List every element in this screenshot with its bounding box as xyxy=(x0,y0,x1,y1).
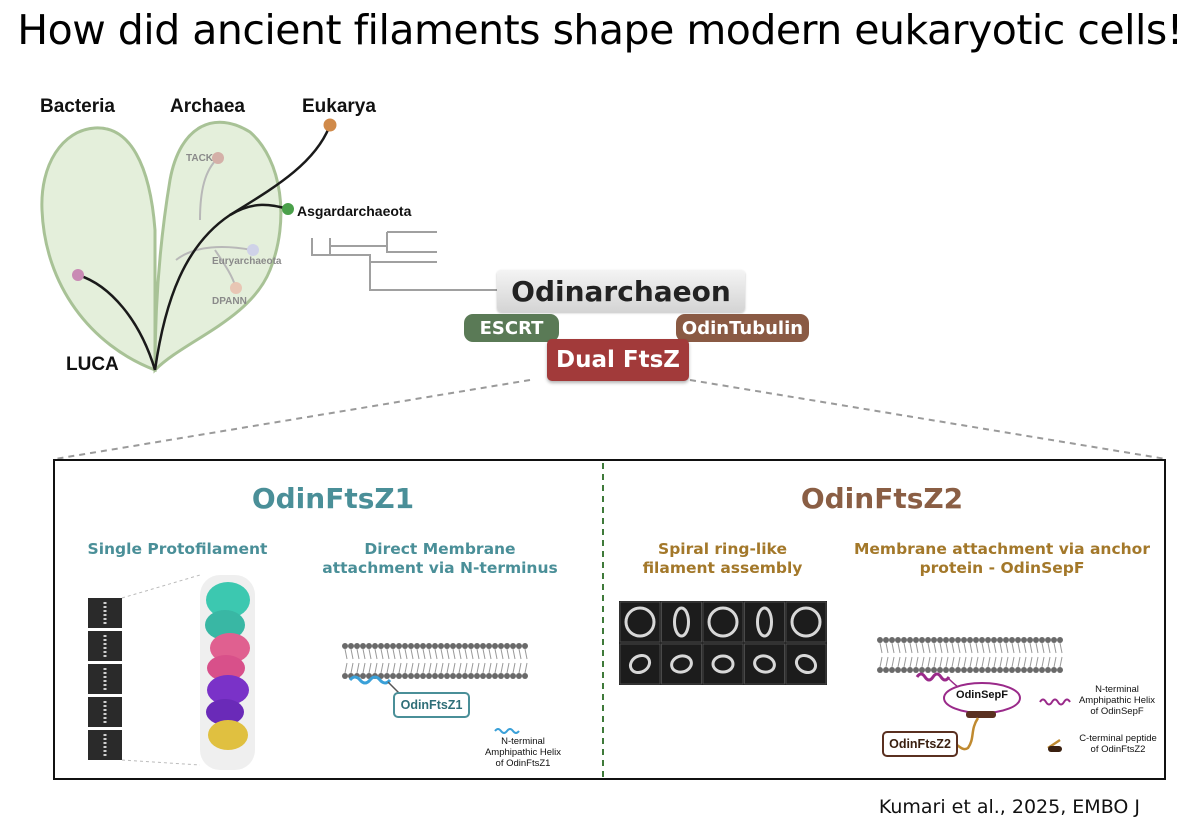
odinftsz2-heading: OdinFtsZ2 xyxy=(800,482,964,515)
helix-icon xyxy=(1039,698,1071,706)
odinftsz2-peptide-note: C-terminal peptide of OdinFtsZ2 xyxy=(1079,733,1157,755)
anchor-protein-title: Membrane attachment via anchor protein -… xyxy=(854,540,1150,577)
direct-membrane-title: Direct Membrane attachment via N-terminu… xyxy=(322,540,558,577)
protofilament-model-icon xyxy=(200,575,255,770)
protofilament-class-averages xyxy=(88,574,201,766)
eukarya-tip xyxy=(323,118,337,132)
detail-panel xyxy=(53,459,1166,780)
label-dpann: DPANN xyxy=(212,296,247,307)
asgard-tip xyxy=(282,203,294,215)
tack-tip xyxy=(212,152,224,164)
single-protofilament-title: Single Protofilament xyxy=(87,540,268,558)
label-eukarya: Eukarya xyxy=(302,96,376,117)
odinftsz1-label: OdinFtsZ1 xyxy=(393,692,470,718)
spiral-ring-title: Spiral ring-like filament assembly xyxy=(642,540,803,577)
odintubulin-tag: OdinTubulin xyxy=(676,314,809,342)
odinsepf-label: OdinSepF xyxy=(956,689,1008,701)
label-tack: TACK xyxy=(186,153,214,164)
dpann-tip xyxy=(230,282,242,294)
bacteria-tip xyxy=(72,269,84,281)
membrane-bilayer-icon xyxy=(877,637,1063,673)
peptide-icon xyxy=(966,711,996,718)
label-luca: LUCA xyxy=(66,354,119,375)
escrt-tag: ESCRT xyxy=(464,314,559,342)
membrane-bilayer-icon xyxy=(342,643,528,679)
odinftsz2-label: OdinFtsZ2 xyxy=(882,731,958,757)
helix-icon xyxy=(494,728,520,734)
label-asgardarchaeota: Asgardarchaeota xyxy=(297,203,412,219)
odinftsz1-helix-note: N-terminal Amphipathic Helix of OdinFtsZ… xyxy=(484,736,562,769)
odinsepf-helix-note: N-terminal Amphipathic Helix of OdinSepF xyxy=(1078,684,1156,717)
label-bacteria: Bacteria xyxy=(40,96,115,117)
odinftsz1-heading: OdinFtsZ1 xyxy=(251,482,415,515)
eury-tip xyxy=(247,244,259,256)
label-archaea: Archaea xyxy=(170,96,245,117)
page-title: How did ancient filaments shape modern e… xyxy=(17,6,1183,54)
citation: Kumari et al., 2025, EMBO J xyxy=(878,796,1140,818)
peptide-icon xyxy=(1048,746,1062,752)
bacteria-lobe xyxy=(40,126,157,373)
label-euryarchaeota: Euryarchaeota xyxy=(212,256,282,267)
odinarchaeon-banner: Odinarchaeon xyxy=(497,270,745,312)
dual-ftsz-tag: Dual FtsZ xyxy=(547,339,689,381)
